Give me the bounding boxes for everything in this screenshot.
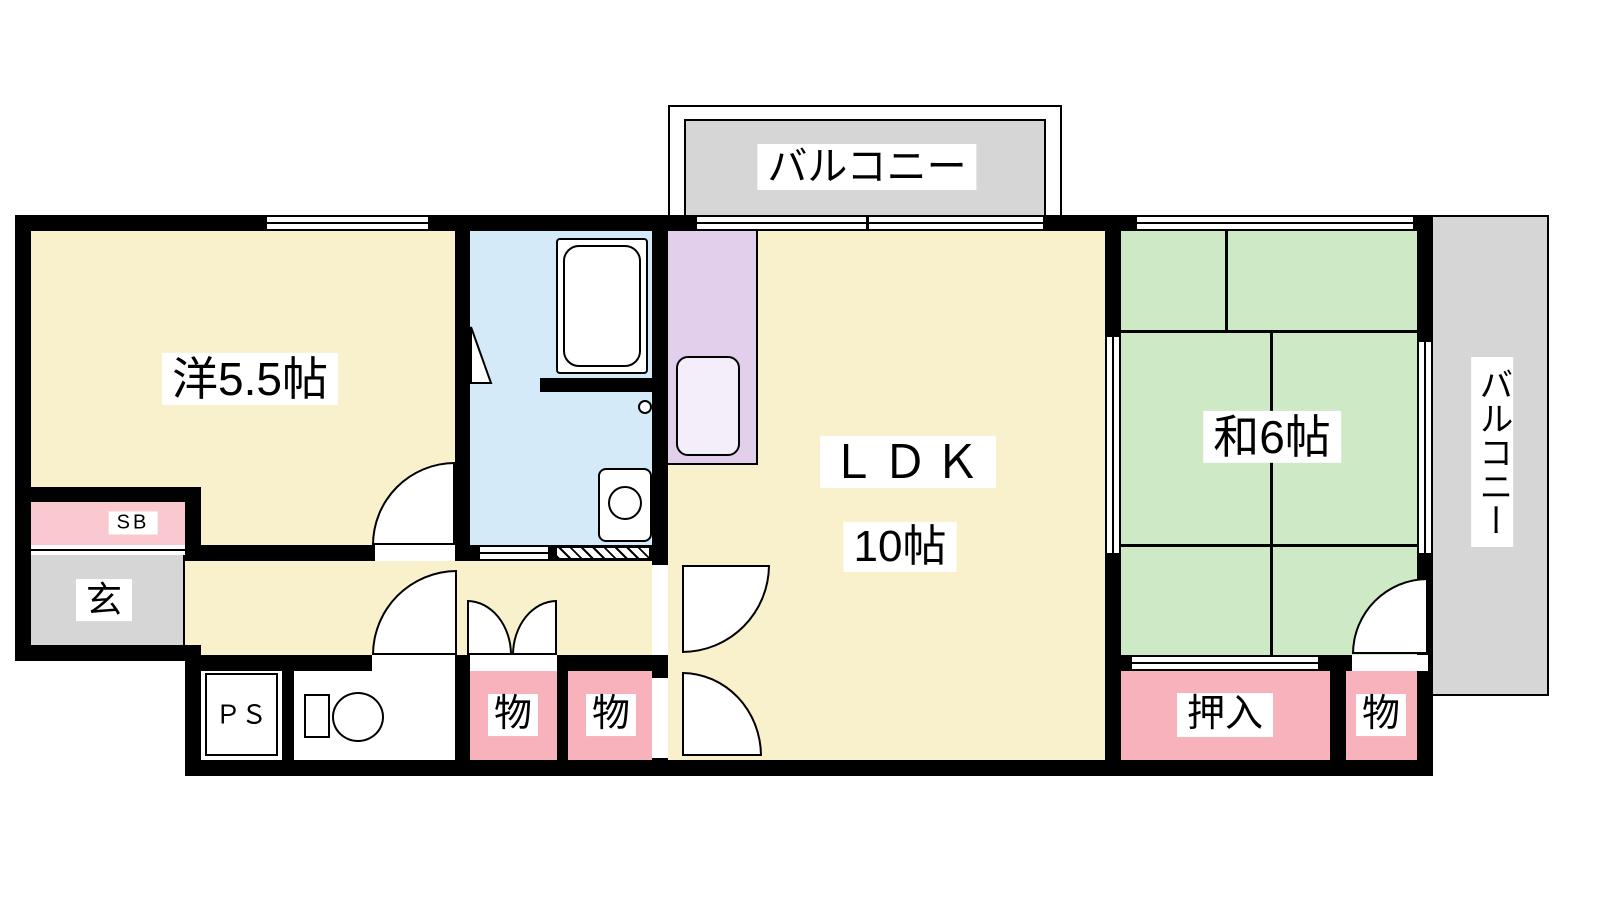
tatami-line	[1121, 544, 1417, 547]
oshiire-label: 押入	[1176, 693, 1274, 737]
tatami-line	[1225, 231, 1228, 333]
washbasin-bowl-icon	[608, 486, 642, 520]
shoe-box-label: SB	[108, 511, 158, 535]
wall-step-vertical	[185, 487, 201, 561]
wall-bath-divider	[540, 378, 652, 392]
bathtub-inner	[563, 245, 641, 367]
toilet-bowl-icon	[332, 692, 384, 742]
wall-hall-bottom	[185, 655, 372, 671]
kitchen-sink	[676, 356, 740, 456]
entrance-step-line	[31, 549, 185, 551]
wall-toilet-closet	[455, 655, 470, 776]
japanese-room-label: 和6帖	[1203, 410, 1341, 464]
window-balcony-door	[695, 215, 1045, 231]
wall-closet-b-top	[568, 655, 652, 671]
wall-hall-top	[201, 545, 375, 561]
wall-closet-divider	[557, 655, 568, 776]
storage-a-label: 物	[487, 694, 539, 736]
sliding-door-ldk-japanese	[1105, 335, 1121, 555]
wall-left	[15, 215, 31, 661]
tatami-line	[1121, 330, 1417, 333]
balcony-top-label: バルコニー	[757, 144, 977, 190]
wall-oshiire-divider	[1330, 655, 1346, 776]
storage-japanese-label: 物	[1355, 694, 1407, 736]
doorknob-icon	[638, 400, 652, 414]
pipe-space-label: ＰＳ	[210, 700, 272, 730]
sliding-door-washroom	[478, 545, 550, 561]
door-japanese-storage	[1352, 578, 1428, 654]
wall-step-left	[185, 645, 201, 776]
wall-entrance-bottom	[15, 645, 201, 661]
western-room-label: 洋5.5帖	[162, 352, 338, 406]
opening-ldk-lower	[652, 678, 668, 758]
wall-ldk-japanese-top	[1105, 215, 1121, 335]
sliding-door-oshiire	[1130, 655, 1320, 671]
balcony-right-label: バルコニー	[1471, 357, 1513, 547]
entrance-hall-line	[183, 555, 185, 645]
window-western	[265, 215, 430, 231]
ldk-name-label: ＬＤＫ	[820, 435, 996, 489]
opening-japanese-storage	[1352, 655, 1428, 671]
wall-bottom	[185, 760, 1433, 776]
toilet-tank-icon	[304, 694, 330, 738]
tatami-line	[1270, 547, 1273, 655]
entrance-label: 玄	[75, 579, 133, 621]
wall-hall-ldk-b	[652, 758, 668, 776]
window-japanese-balcony	[1417, 340, 1433, 555]
wall-western-bath	[455, 215, 470, 561]
bath-door-icon	[470, 326, 493, 384]
wall-hall-ldk-a	[652, 655, 668, 678]
wall-bath-ldk	[652, 215, 668, 565]
ldk-size-label: 10帖	[843, 521, 957, 573]
wall-ps-toilet	[282, 655, 294, 776]
window-balcony-tick	[866, 215, 869, 231]
storage-b-label: 物	[585, 694, 637, 736]
bathtub	[556, 238, 648, 374]
shoe-box	[31, 502, 185, 545]
window-japanese-top	[1135, 215, 1415, 231]
wall-sb-top	[15, 487, 201, 502]
washer-space-hatch	[556, 547, 650, 559]
